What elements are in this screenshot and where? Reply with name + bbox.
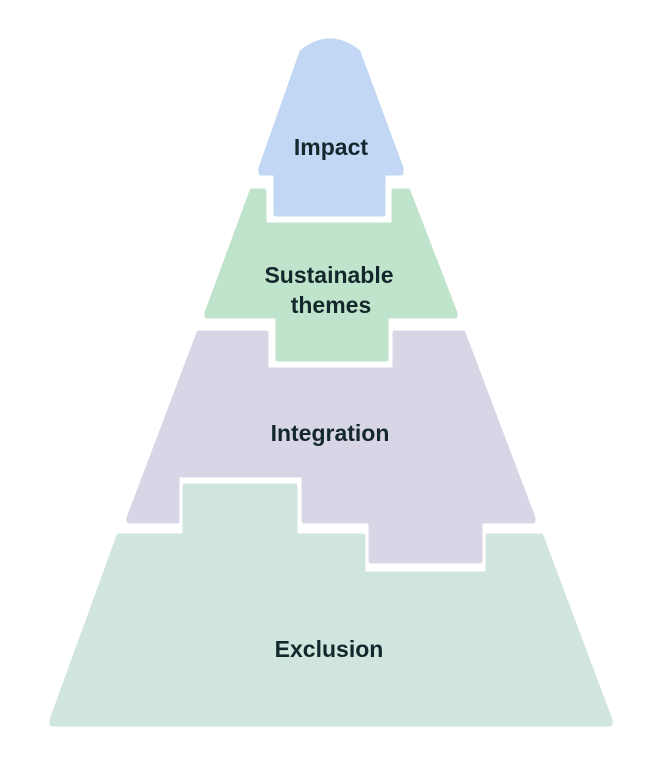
label-sustainable-themes-line2: themes	[291, 292, 372, 318]
label-impact: Impact	[294, 134, 368, 160]
tier-impact	[258, 38, 404, 217]
label-exclusion: Exclusion	[275, 636, 384, 662]
label-sustainable-themes-line1: Sustainable	[264, 262, 393, 288]
tier-integration	[126, 330, 536, 564]
tier-sustainable-themes	[204, 188, 458, 362]
tier-exclusion	[49, 483, 613, 727]
label-integration: Integration	[271, 420, 390, 446]
